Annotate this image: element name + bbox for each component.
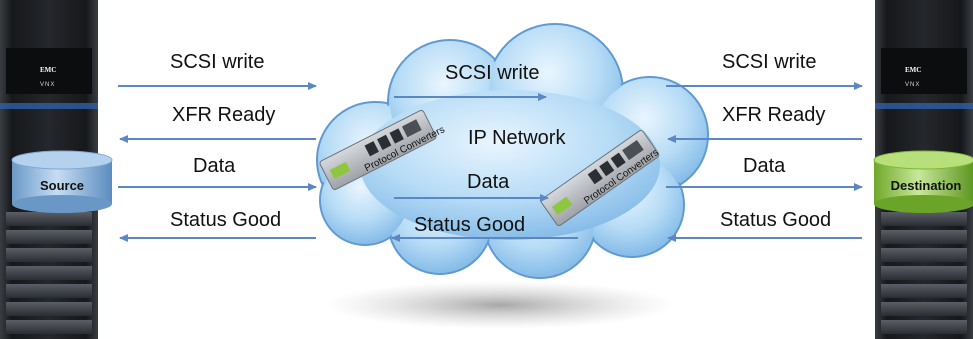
source-storage-array: EMC VNX Source xyxy=(0,0,113,339)
label-xfr-ready-right: XFR Ready xyxy=(722,104,825,126)
destination-label: Destination xyxy=(891,178,962,193)
label-data-right: Data xyxy=(743,155,786,177)
message-arrows xyxy=(118,82,863,242)
source-model-label: VNX xyxy=(40,82,55,88)
label-xfr-ready-left: XFR Ready xyxy=(172,104,275,126)
label-scsi-write-left: SCSI write xyxy=(170,51,264,73)
label-scsi-write-middle: SCSI write xyxy=(445,62,539,84)
label-data-middle: Data xyxy=(467,171,510,193)
source-cylinder: Source xyxy=(11,150,113,213)
destination-rack-blades xyxy=(881,212,967,334)
label-status-good-right: Status Good xyxy=(720,209,831,231)
message-labels: SCSI write XFR Ready Data Status Good SC… xyxy=(170,51,831,236)
destination-brand-label: EMC xyxy=(905,66,921,74)
ip-network-cloud: IP Network xyxy=(316,23,709,279)
cloud-shadow xyxy=(325,281,675,329)
destination-cylinder: Destination xyxy=(873,150,973,213)
ip-network-label: IP Network xyxy=(468,127,566,149)
destination-model-label: VNX xyxy=(905,82,920,88)
label-data-left: Data xyxy=(193,155,236,177)
source-label: Source xyxy=(40,178,84,193)
destination-storage-array: EMC VNX Destination xyxy=(873,0,973,339)
label-status-good-middle: Status Good xyxy=(414,214,525,236)
label-status-good-left: Status Good xyxy=(170,209,281,231)
source-brand-label: EMC xyxy=(40,66,56,74)
source-rack-blades xyxy=(6,212,92,334)
label-scsi-write-right: SCSI write xyxy=(722,51,816,73)
